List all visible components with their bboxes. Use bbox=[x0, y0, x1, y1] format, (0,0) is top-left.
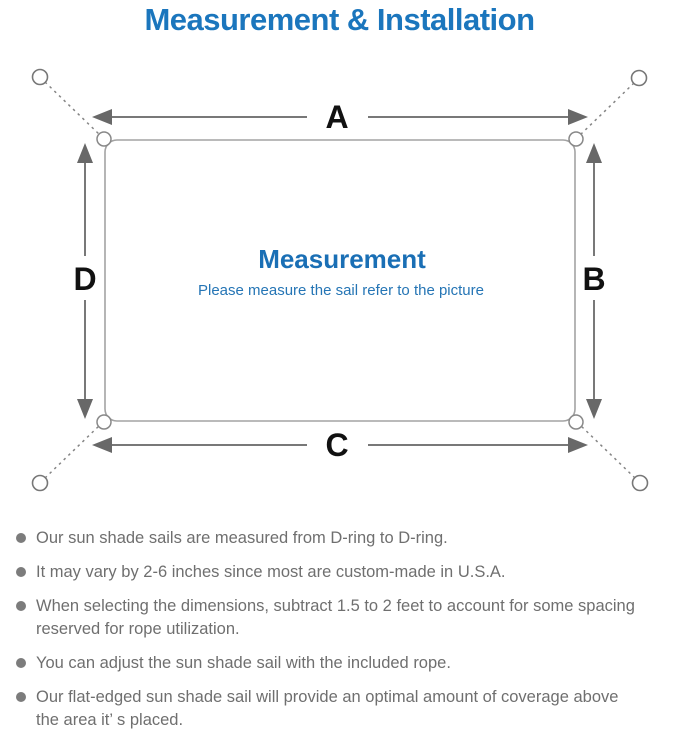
list-item: It may vary by 2-6 inches since most are… bbox=[14, 561, 672, 584]
sail-diagram-svg: A C D B Measurement Please meas bbox=[31, 68, 649, 492]
dimension-label-b: B bbox=[582, 261, 605, 297]
dimension-arrow-d: D bbox=[73, 143, 97, 419]
list-item-text: When selecting the dimensions, subtract … bbox=[36, 597, 635, 638]
list-item-text: Our flat-edged sun shade sail will provi… bbox=[36, 688, 619, 729]
list-item-text: Our sun shade sails are measured from D-… bbox=[36, 529, 448, 547]
bullet-dot-icon bbox=[16, 601, 26, 611]
arrowhead-up-icon bbox=[586, 143, 602, 163]
bullet-dot-icon bbox=[16, 533, 26, 543]
diagram-center-title: Measurement bbox=[258, 244, 426, 274]
list-item: You can adjust the sun shade sail with t… bbox=[14, 652, 672, 675]
d-ring-icon bbox=[568, 414, 584, 430]
diagram-center-subtitle: Please measure the sail refer to the pic… bbox=[198, 282, 484, 299]
dimension-label-c: C bbox=[325, 427, 348, 463]
anchor-point-icon bbox=[630, 69, 648, 87]
arrowhead-down-icon bbox=[77, 399, 93, 419]
anchor-points bbox=[31, 68, 649, 492]
dimension-arrow-a: A bbox=[92, 99, 588, 135]
instruction-list: Our sun shade sails are measured from D-… bbox=[14, 527, 672, 743]
arrowhead-down-icon bbox=[586, 399, 602, 419]
list-item-text: You can adjust the sun shade sail with t… bbox=[36, 654, 451, 672]
anchor-point-icon bbox=[31, 474, 49, 492]
sail-rectangle bbox=[104, 139, 576, 422]
d-ring-icon bbox=[96, 414, 112, 430]
list-item-text: It may vary by 2-6 inches since most are… bbox=[36, 563, 506, 581]
dimension-label-a: A bbox=[325, 99, 348, 135]
dimension-label-d: D bbox=[73, 261, 96, 297]
arrowhead-right-icon bbox=[568, 437, 588, 453]
measurement-diagram: A C D B Measurement Please meas bbox=[0, 60, 679, 522]
arrowhead-up-icon bbox=[77, 143, 93, 163]
list-item: Our flat-edged sun shade sail will provi… bbox=[14, 686, 672, 732]
page-title: Measurement & Installation bbox=[144, 2, 535, 37]
dimension-arrow-b: B bbox=[582, 143, 606, 419]
anchor-point-icon bbox=[631, 474, 649, 492]
bullet-dot-icon bbox=[16, 567, 26, 577]
anchor-point-icon bbox=[31, 68, 49, 86]
arrowhead-right-icon bbox=[568, 109, 588, 125]
d-ring-icon bbox=[568, 131, 584, 147]
bullet-dot-icon bbox=[16, 658, 26, 668]
list-item: When selecting the dimensions, subtract … bbox=[14, 595, 672, 641]
rope-line-bottom-right bbox=[578, 423, 636, 479]
arrowhead-left-icon bbox=[92, 109, 112, 125]
list-item: Our sun shade sails are measured from D-… bbox=[14, 527, 672, 550]
rope-line-bottom-left bbox=[44, 423, 102, 479]
d-rings bbox=[96, 131, 584, 430]
rope-line-top-right bbox=[578, 82, 635, 137]
dimension-arrow-c: C bbox=[92, 427, 588, 463]
arrowhead-left-icon bbox=[92, 437, 112, 453]
d-ring-icon bbox=[96, 131, 112, 147]
rope-line-top-left bbox=[44, 81, 102, 137]
bullet-dot-icon bbox=[16, 692, 26, 702]
